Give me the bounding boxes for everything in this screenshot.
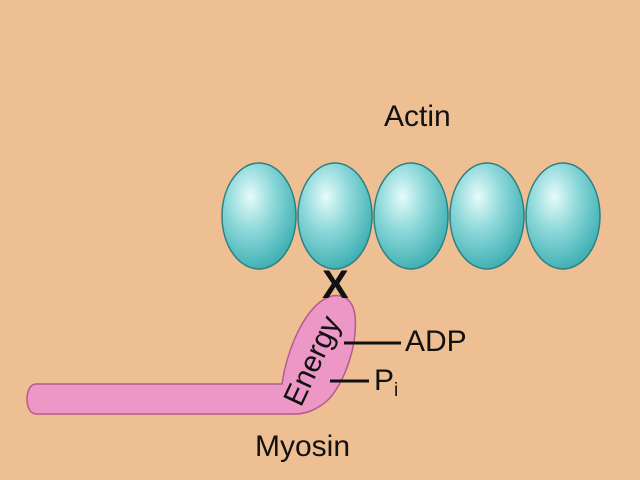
actin-subunit: [449, 162, 525, 270]
phosphate-label-subscript: i: [394, 380, 399, 401]
actin-label: Actin: [384, 100, 451, 133]
adp-label: ADP: [405, 325, 467, 358]
phosphate-label-main: P: [374, 364, 395, 397]
actin-subunit: [221, 162, 297, 270]
myosin-shape: [26, 294, 357, 415]
myosin-label: Myosin: [255, 430, 351, 463]
myosin-molecule: Energy: [26, 294, 357, 415]
actin-subunit: [297, 162, 373, 270]
actin-subunit: [525, 162, 601, 270]
phosphate-label: Pi: [374, 364, 399, 401]
actin-subunit: [373, 162, 449, 270]
actin-filament: [221, 162, 601, 270]
cross-bridge-x-mark: X: [322, 263, 349, 307]
